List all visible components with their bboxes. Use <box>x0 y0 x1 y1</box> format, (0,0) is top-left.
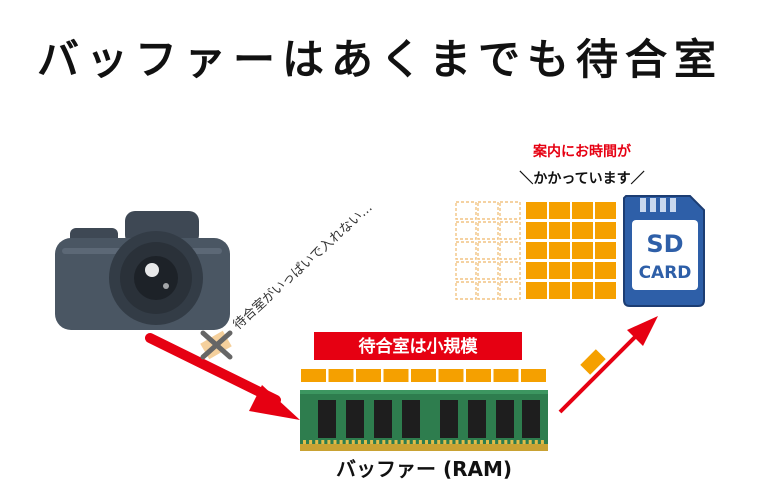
queue-block <box>493 369 519 382</box>
memory-chip <box>522 400 540 438</box>
sd-queue-block <box>572 202 593 219</box>
waiting-queue <box>301 369 546 382</box>
sd-queue-block <box>595 262 616 279</box>
dashed-queue-slot <box>499 281 521 300</box>
ram-module-icon <box>300 390 548 451</box>
queue-block <box>328 369 354 382</box>
queue-block <box>411 369 436 382</box>
waiting-room-full-note: 待合室がいっぱいで入れない… <box>230 200 376 333</box>
overflow-queue-grid <box>455 201 521 300</box>
dashed-queue-slot <box>499 201 521 220</box>
sd-queue-block <box>595 282 616 299</box>
sd-note-line1: 案内にお時間が <box>532 143 632 160</box>
memory-chip <box>402 400 420 438</box>
sd-queue-block <box>526 242 547 259</box>
memory-chip <box>496 400 514 438</box>
sd-card-icon: SD CARD <box>623 195 705 307</box>
sd-queue-block <box>572 262 593 279</box>
buffer-label: バッファー (RAM) <box>336 457 512 481</box>
queue-block <box>356 369 381 382</box>
queue-block <box>521 369 546 382</box>
dashed-queue-slot <box>477 221 499 240</box>
arrow-camera-to-ram <box>145 333 300 420</box>
small-room-label: 待合室は小規模 <box>359 336 479 357</box>
sd-queue-grid <box>526 202 616 299</box>
dashed-queue-slot <box>477 281 499 300</box>
dashed-queue-slot <box>477 261 499 280</box>
camera-icon <box>55 211 230 330</box>
queue-block <box>466 369 491 382</box>
queue-block <box>301 369 326 382</box>
memory-chip <box>374 400 392 438</box>
dashed-queue-slot <box>499 241 521 260</box>
sd-queue-block <box>526 282 547 299</box>
sd-label-bottom: CARD <box>639 263 692 283</box>
sd-queue-block <box>526 202 547 219</box>
queue-block <box>438 369 464 382</box>
memory-chip <box>318 400 336 438</box>
sd-queue-block <box>572 242 593 259</box>
memory-chip <box>346 400 364 438</box>
moving-block <box>580 349 606 375</box>
dashed-queue-slot <box>499 261 521 280</box>
sd-queue-block <box>572 222 593 239</box>
page-title: バッファーはあくまでも待合室 <box>36 35 723 84</box>
sd-queue-block <box>526 262 547 279</box>
dashed-queue-slot <box>499 221 521 240</box>
arrow-ram-to-sd <box>558 316 658 414</box>
memory-chip <box>440 400 458 438</box>
dashed-queue-slot <box>455 221 477 240</box>
dashed-queue-slot <box>455 241 477 260</box>
sd-label-top: SD <box>646 230 683 258</box>
memory-chip <box>468 400 486 438</box>
dashed-queue-slot <box>477 241 499 260</box>
sd-queue-block <box>549 262 570 279</box>
sd-note-line2: ＼かかっています／ <box>519 171 644 187</box>
sd-queue-block <box>526 222 547 239</box>
dashed-queue-slot <box>455 261 477 280</box>
dashed-queue-slot <box>477 201 499 220</box>
sd-queue-block <box>549 222 570 239</box>
cross-mark-icon <box>200 330 233 360</box>
dashed-queue-slot <box>455 201 477 220</box>
small-room-banner: 待合室は小規模 <box>314 332 522 360</box>
sd-queue-block <box>549 242 570 259</box>
sd-queue-block <box>549 282 570 299</box>
dashed-queue-slot <box>455 281 477 300</box>
sd-queue-block <box>595 202 616 219</box>
sd-queue-block <box>549 202 570 219</box>
sd-queue-block <box>572 282 593 299</box>
queue-block <box>383 369 409 382</box>
sd-queue-block <box>595 222 616 239</box>
sd-queue-block <box>595 242 616 259</box>
